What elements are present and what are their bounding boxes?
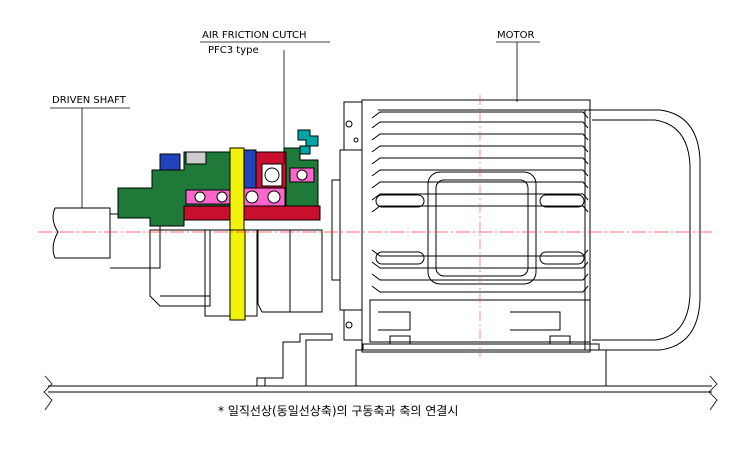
air-fitting <box>297 129 319 155</box>
motor <box>331 99 701 353</box>
clutch-title-label: AIR FRICTION CUTCH <box>202 30 307 41</box>
diagram-caption: * 일직선상(동일선상축)의 구동축과 축의 연결시 <box>218 404 459 418</box>
clutch-type-label: PFC3 type <box>208 45 259 56</box>
driven-shaft-label: DRIVEN SHAFT <box>52 95 126 106</box>
motor-bed <box>355 343 607 387</box>
clutch-bracket <box>256 333 333 386</box>
friction-disc-upper <box>229 147 245 231</box>
leader-lines <box>50 41 540 208</box>
friction-disc-lower <box>229 229 246 321</box>
clutch-upper-section <box>117 147 321 227</box>
motor-label: MOTOR <box>497 30 535 41</box>
